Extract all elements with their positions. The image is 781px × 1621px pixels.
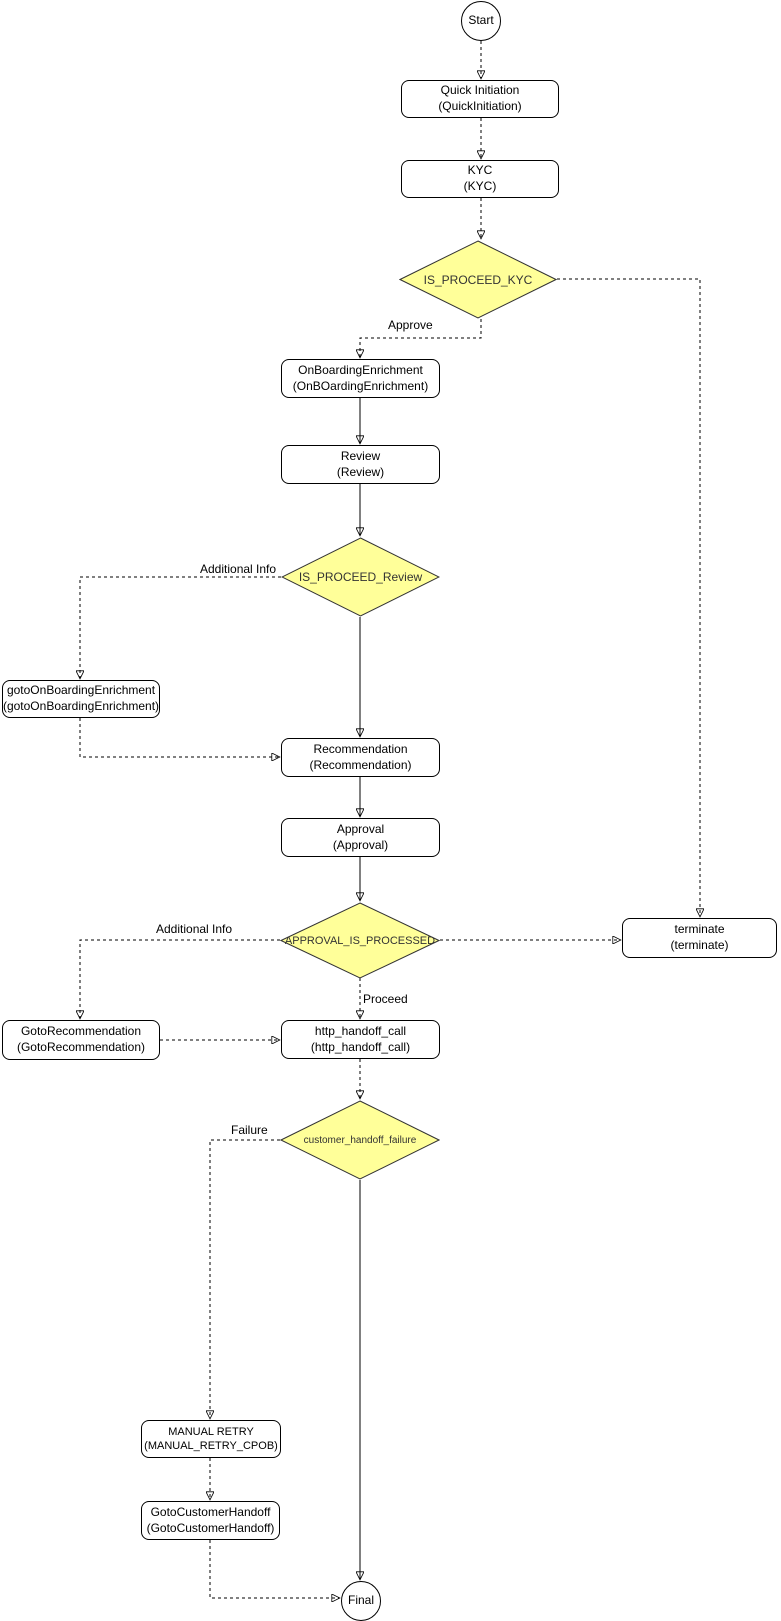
node-sublabel: (KYC): [463, 179, 497, 193]
node-onboarding-enrichment: OnBoardingEnrichment (OnBOardingEnrichme…: [281, 359, 440, 398]
node-label: Recommendation: [313, 741, 408, 756]
node-review: Review (Review): [281, 445, 440, 484]
node-approval: Approval (Approval): [281, 818, 440, 857]
node-is-proceed-kyc: IS_PROCEED_KYC: [399, 240, 557, 319]
node-is-proceed-review: IS_PROCEED_Review: [281, 537, 440, 617]
node-sublabel: (terminate): [670, 938, 729, 952]
decision-label: IS_PROCEED_Review: [298, 570, 423, 584]
node-label: terminate: [674, 922, 725, 937]
node-label: gotoOnBoardingEnrichment: [6, 683, 156, 698]
node-goto-customer-handoff: GotoCustomerHandoff (GotoCustomerHandoff…: [141, 1501, 280, 1540]
node-http-handoff-call: http_handoff_call (http_handoff_call): [281, 1020, 440, 1059]
edge-label-failure: Failure: [229, 1123, 270, 1137]
node-start: Start: [461, 1, 501, 41]
node-goto-recommendation: GotoRecommendation (GotoRecommendation): [2, 1020, 160, 1060]
node-label: GotoCustomerHandoff: [150, 1504, 271, 1519]
decision-label: IS_PROCEED_KYC: [423, 272, 533, 287]
edge-label-approve: Approve: [386, 318, 435, 332]
node-sublabel: (MANUAL_RETRY_CPOB): [144, 1440, 278, 1452]
node-recommendation: Recommendation (Recommendation): [281, 738, 440, 777]
edge-additional-info-to-goto-recommendation: [80, 939, 280, 1018]
edge-label-additional-info-approval: Additional Info: [154, 922, 235, 936]
edge-additional-info-to-goto-onboarding-enrichment: [80, 576, 281, 678]
node-sublabel: (Review): [336, 464, 385, 479]
edge-label-proceed: Proceed: [361, 992, 410, 1006]
node-sublabel: (Approval): [332, 837, 389, 852]
node-final-label: Final: [347, 1593, 374, 1608]
edge-approve-to-onboarding-enrichment: [360, 319, 482, 357]
node-label: http_handoff_call: [314, 1023, 407, 1038]
node-label: OnBoardingEnrichment: [298, 362, 423, 377]
node-label: MANUAL RETRY: [168, 1425, 254, 1438]
node-label: GotoRecommendation: [20, 1024, 142, 1039]
node-sublabel: (gotoOnBoardingEnrichment): [2, 699, 160, 713]
node-manual-retry: MANUAL RETRY (MANUAL_RETRY_CPOB): [141, 1420, 281, 1458]
node-sublabel: (http_handoff_call): [310, 1039, 411, 1054]
diamond-shape: [281, 537, 440, 617]
node-final: Final: [341, 1581, 381, 1621]
diamond-shape: [280, 902, 440, 979]
node-sublabel: (Recommendation): [309, 757, 412, 772]
node-quick-initiation: Quick Initiation (QuickInitiation): [401, 80, 559, 118]
node-sublabel: (GotoRecommendation): [16, 1040, 146, 1054]
node-sublabel: (GotoCustomerHandoff): [146, 1520, 275, 1535]
node-kyc: KYC (KYC): [401, 160, 559, 198]
edge-goto-customer-handoff-to-final: [209, 1540, 339, 1598]
edge-label-additional-info-review: Additional Info: [198, 562, 279, 576]
node-label: KYC: [467, 163, 493, 178]
edge-failure-to-manual-retry: [210, 1139, 280, 1418]
node-start-label: Start: [468, 13, 494, 28]
node-label: Approval: [336, 821, 385, 836]
node-approval-is-processed: APPROVAL_IS_PROCESSED: [280, 902, 440, 979]
node-label: Quick Initiation: [440, 83, 520, 98]
decision-label: APPROVAL_IS_PROCESSED: [284, 934, 436, 947]
edge-is-proceed-kyc-to-terminate: [557, 278, 700, 916]
node-sublabel: (OnBOardingEnrichment): [292, 378, 429, 393]
node-customer-handoff-failure: customer_handoff_failure: [280, 1100, 440, 1180]
edge-goto-onboarding-enrichment-to-recommendation: [79, 718, 279, 757]
decision-label: customer_handoff_failure: [303, 1134, 417, 1146]
node-terminate: terminate (terminate): [622, 918, 777, 958]
diamond-shape: [280, 1100, 440, 1180]
node-label: Review: [340, 448, 381, 463]
diamond-shape: [399, 240, 557, 319]
node-goto-onboarding-enrichment: gotoOnBoardingEnrichment (gotoOnBoarding…: [2, 680, 160, 718]
node-sublabel: (QuickInitiation): [438, 99, 522, 113]
